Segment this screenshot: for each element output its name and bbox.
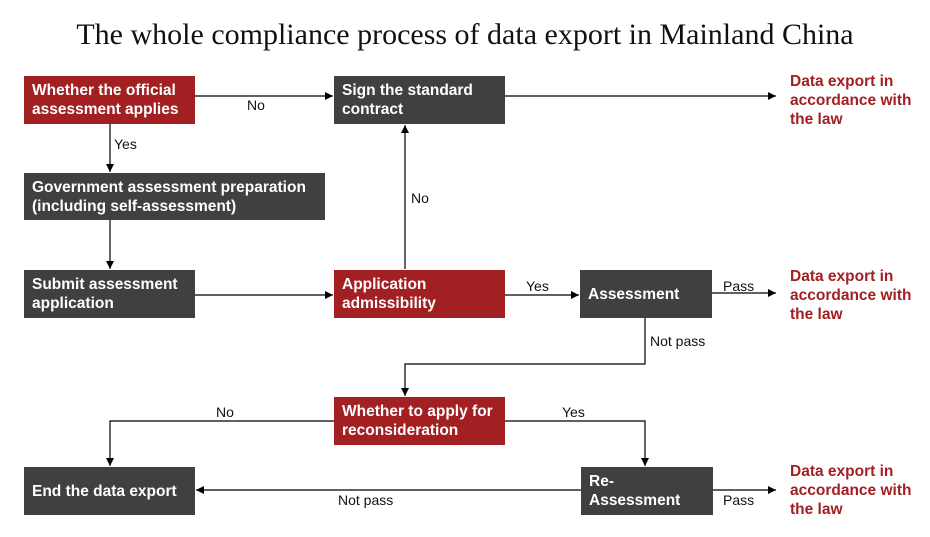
node-assessment: Assessment bbox=[580, 270, 712, 318]
node-reconsideration: Whether to apply for reconsideration bbox=[334, 397, 505, 445]
label-no-official: No bbox=[247, 97, 265, 113]
node-standard-contract: Sign the standard contract bbox=[334, 76, 505, 124]
label-pass-reassess: Pass bbox=[723, 492, 755, 508]
node-official-assessment: Whether the official assessment applies bbox=[24, 76, 195, 124]
node-application-admissibility: Application admissibility bbox=[334, 270, 505, 318]
label-not-pass-assessment: Not pass bbox=[650, 333, 706, 349]
label-yes-reconsider: Yes bbox=[562, 404, 585, 420]
label-no-reconsider: No bbox=[216, 404, 234, 420]
label-yes-official: Yes bbox=[114, 136, 137, 152]
node-submit-application: Submit assessment application bbox=[24, 270, 195, 318]
outcome-top: Data export in accordance with the law bbox=[790, 73, 912, 128]
arrow-reconsider-to-reassess bbox=[505, 420, 649, 466]
label-pass-assessment: Pass bbox=[723, 278, 755, 294]
node-assessment-preparation: Government assessment preparation (inclu… bbox=[24, 173, 325, 220]
label-not-pass-reassess: Not pass bbox=[338, 492, 394, 508]
node-end-data-export: End the data export bbox=[24, 467, 195, 515]
node-re-assessment: Re-Assessment bbox=[581, 467, 713, 515]
diagram-title: The whole compliance process of data exp… bbox=[76, 18, 854, 51]
arrow-reconsider-to-end bbox=[106, 420, 334, 466]
outcome-middle: Data export in accordance with the law bbox=[790, 268, 912, 323]
label-yes-admissibility: Yes bbox=[526, 278, 549, 294]
label-no-admissibility: No bbox=[411, 190, 429, 206]
outcome-bottom: Data export in accordance with the law bbox=[790, 463, 912, 518]
arrow-assessment-to-reconsider bbox=[401, 318, 646, 396]
